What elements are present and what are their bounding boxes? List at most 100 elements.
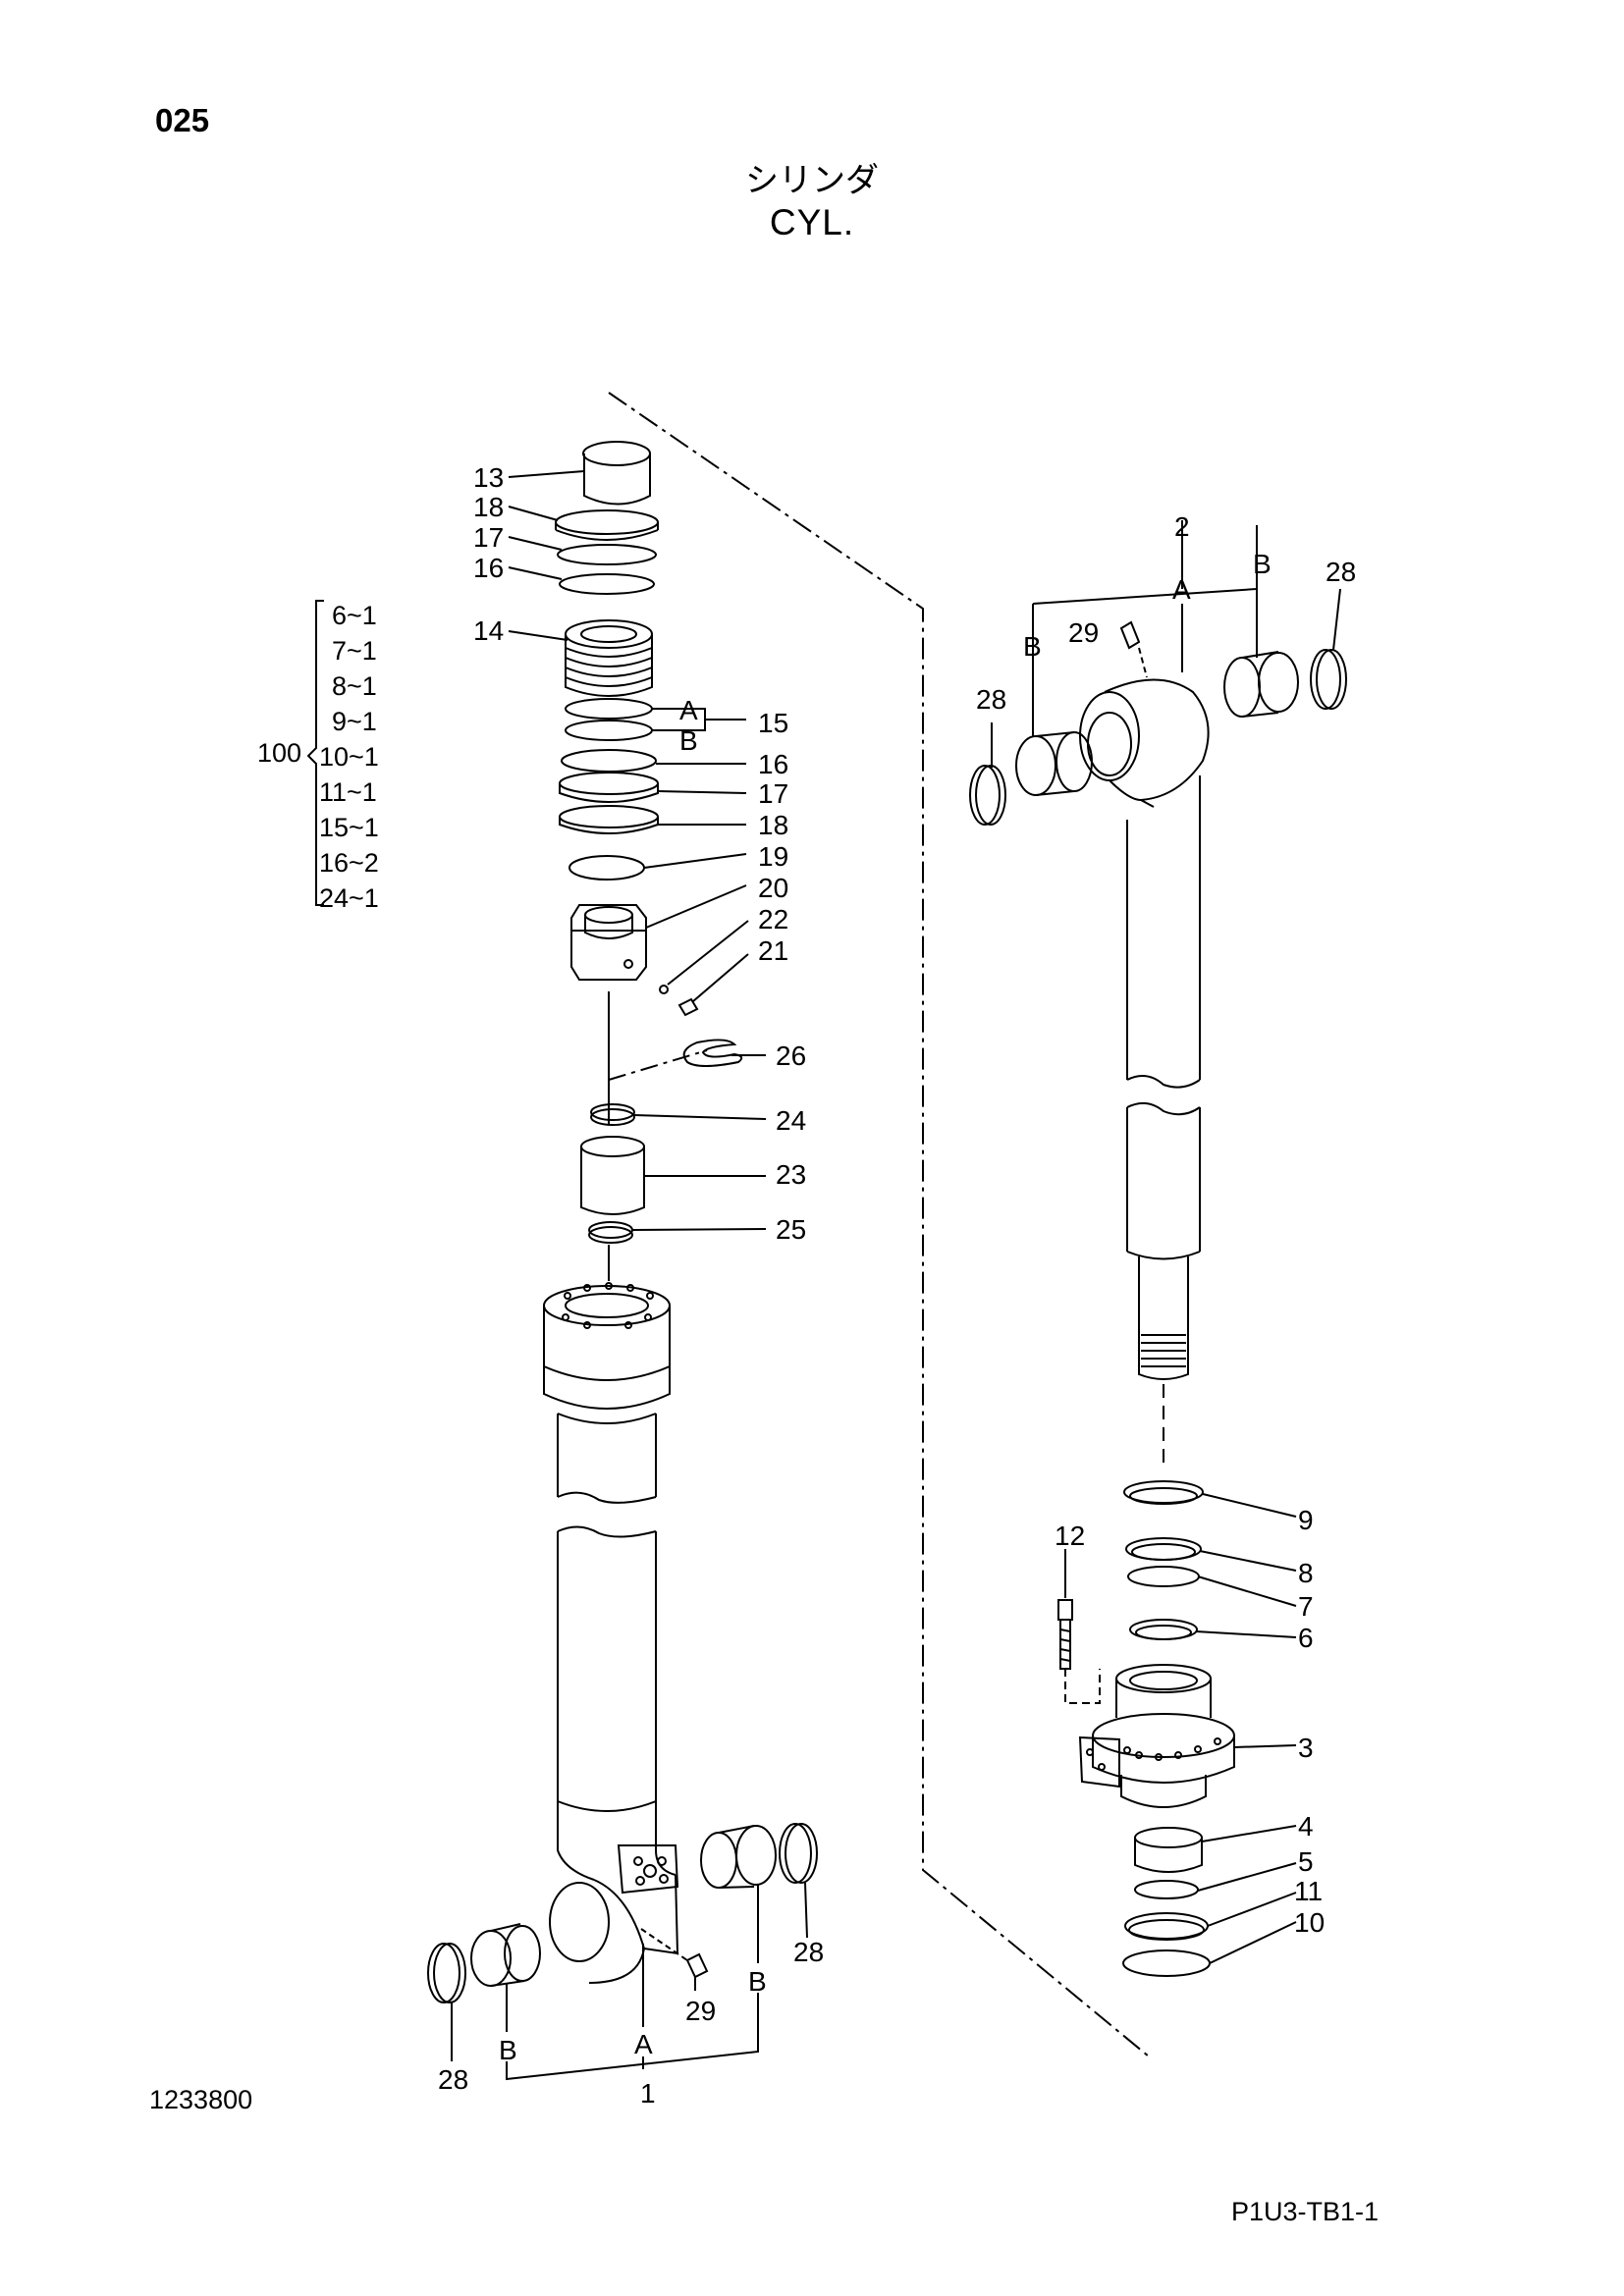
kit-item: 10~1 (319, 742, 379, 772)
callout-15-a: A (679, 695, 698, 725)
part-26-lock-plate (682, 1039, 743, 1067)
kit-label: 100 (257, 738, 302, 768)
part-1-cylinder-tube (543, 1282, 679, 1984)
callout-12: 12 (1055, 1521, 1085, 1551)
assembly-boundary (608, 392, 1150, 2057)
part-5-ring (1134, 1880, 1199, 1899)
part-22-ball (659, 985, 669, 994)
part-29-grease-nipple-upper (1119, 620, 1148, 678)
callout-13: 13 (473, 462, 504, 493)
part-17-ring-upper (557, 544, 657, 565)
callout-1-b-left: B (499, 2035, 517, 2065)
kit-item: 15~1 (319, 813, 379, 842)
part-14-piston (565, 619, 653, 697)
callout-17-lower: 17 (758, 778, 788, 809)
callout-19: 19 (758, 841, 788, 872)
part-18-ring-lower (559, 805, 659, 834)
callout-29-lower: 29 (685, 1996, 716, 2026)
part-17-ring-lower (559, 772, 659, 803)
part-2-piston-rod (1079, 678, 1210, 1380)
part-28-ring-rod-left (969, 765, 1006, 826)
part-23-bushing (580, 1136, 645, 1215)
kit-item: 9~1 (332, 707, 377, 736)
callout-22: 22 (758, 904, 788, 934)
kit-item: 16~2 (319, 848, 379, 878)
callout-3: 3 (1298, 1733, 1314, 1763)
part-15-ring-a (565, 698, 653, 720)
part-9-seal (1123, 1480, 1204, 1505)
callout-16-lower: 16 (758, 749, 788, 779)
kit-item: 8~1 (332, 671, 377, 701)
callout-18: 18 (473, 492, 504, 522)
callout-1: 1 (640, 2078, 656, 2109)
callout-24: 24 (776, 1105, 806, 1136)
part-16-ring-lower (561, 749, 657, 773)
part-6-ring (1129, 1619, 1198, 1640)
callout-2-a: A (1172, 574, 1191, 605)
part-b-bushing-right (700, 1825, 777, 1889)
part-28-ring-rod-right (1310, 649, 1347, 710)
title-english: CYL. (769, 202, 855, 242)
callout-9: 9 (1298, 1505, 1314, 1535)
part-3-cylinder-head (1078, 1664, 1235, 1808)
callout-15: 15 (758, 708, 788, 738)
kit-bracket (306, 600, 324, 906)
callout-17: 17 (473, 522, 504, 553)
part-7-ring (1127, 1566, 1200, 1587)
part-19-washer (568, 855, 645, 881)
part-28-ring-right (779, 1823, 818, 1884)
part-8-ring (1125, 1537, 1202, 1561)
part-4-bushing (1134, 1827, 1203, 1873)
callout-20: 20 (758, 873, 788, 903)
callout-23: 23 (776, 1159, 806, 1190)
callout-8: 8 (1298, 1558, 1314, 1588)
kit-item: 7~1 (332, 636, 377, 666)
callout-4: 4 (1298, 1811, 1314, 1842)
part-25-ring (588, 1221, 633, 1244)
part-b-bushing-left (470, 1923, 541, 1987)
kit-item: 11~1 (319, 777, 377, 807)
callout-6: 6 (1298, 1623, 1314, 1653)
page-number: 025 (155, 102, 210, 138)
callout-5: 5 (1298, 1846, 1314, 1877)
part-13-bushing (582, 441, 651, 506)
part-29-grease-nipple-lower (640, 1928, 709, 1979)
callout-28-upper-right: 28 (1326, 557, 1356, 587)
part-20-nut (570, 904, 647, 981)
callout-18-lower: 18 (758, 810, 788, 840)
callout-28-lower-right: 28 (793, 1937, 824, 1967)
part-18-ring-upper (555, 509, 659, 541)
callout-2-b-left: B (1023, 631, 1042, 662)
callout-2: 2 (1174, 511, 1190, 542)
drawing-number: 1233800 (149, 2085, 253, 2114)
part-12-bolt (1057, 1599, 1101, 1704)
part-b-bushing-rod-right (1223, 651, 1299, 718)
callout-14: 14 (473, 615, 504, 646)
callout-28-upper-left: 28 (976, 684, 1006, 715)
callout-11: 11 (1294, 1876, 1323, 1906)
callout-21: 21 (758, 935, 788, 966)
kit-item: 6~1 (332, 601, 377, 630)
callout-29-upper: 29 (1068, 617, 1099, 648)
callout-2-b-right: B (1253, 549, 1272, 579)
figure-code: P1U3-TB1-1 (1231, 2197, 1380, 2226)
part-24-ring (590, 1103, 635, 1126)
part-b-bushing-rod-left (1015, 731, 1093, 796)
callout-7: 7 (1298, 1591, 1314, 1622)
callout-15-b: B (679, 725, 698, 756)
part-10-ring (1122, 1949, 1211, 1977)
title-japanese: シリンダ (745, 162, 879, 199)
part-16-ring-upper (559, 573, 655, 595)
kit-item: 24~1 (319, 883, 379, 913)
part-28-ring-left (427, 1943, 466, 2003)
callout-16: 16 (473, 553, 504, 583)
callout-1-a: A (634, 2029, 653, 2059)
callout-28-lower-left: 28 (438, 2064, 468, 2095)
callout-1-b-right: B (748, 1966, 767, 1997)
part-11-ring (1124, 1912, 1209, 1941)
callout-26: 26 (776, 1041, 806, 1071)
part-21-set-screw (677, 997, 699, 1017)
part-15-ring-b (565, 720, 653, 741)
callout-10: 10 (1294, 1907, 1325, 1938)
